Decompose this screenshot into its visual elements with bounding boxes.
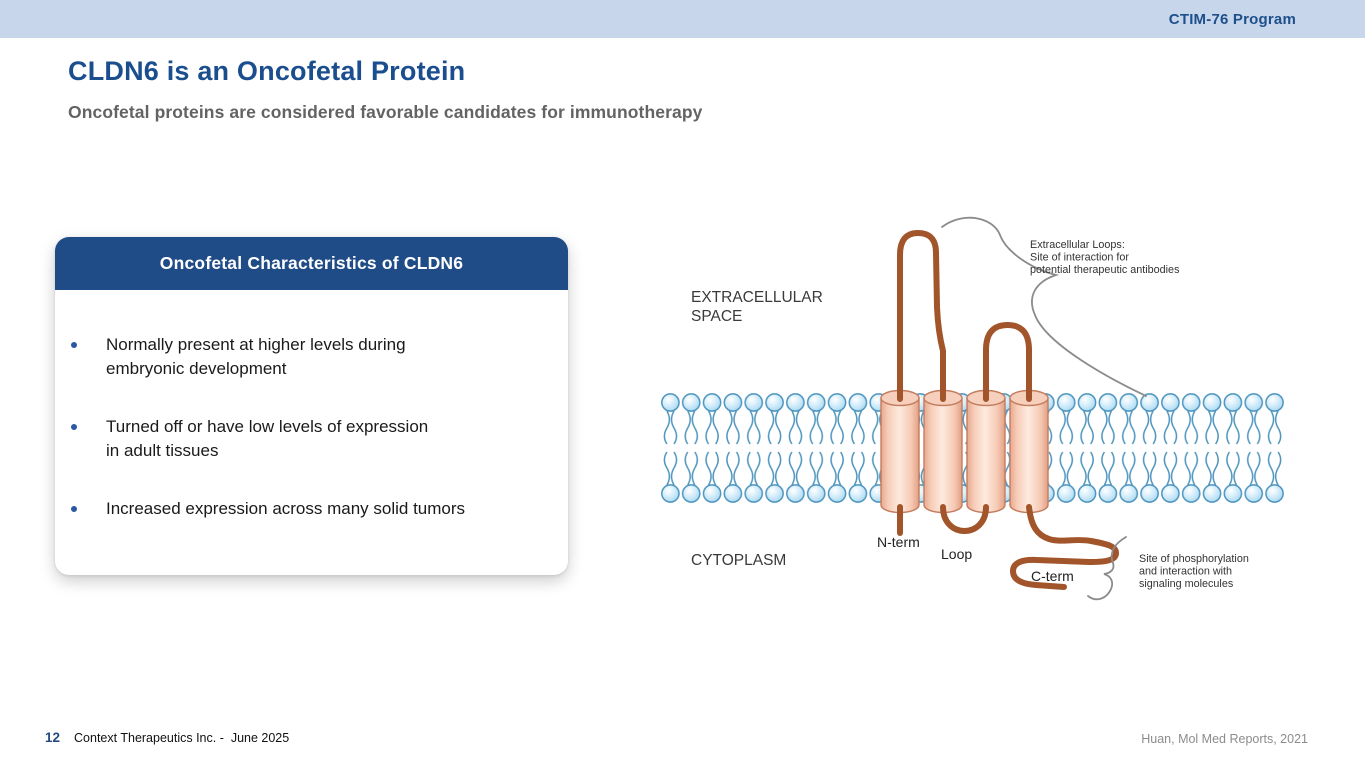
footer-company: Context Therapeutics Inc. - June 2025 <box>74 731 290 745</box>
helix-2 <box>923 389 963 514</box>
brace-c-term <box>1087 536 1127 601</box>
bullet-line: embryonic development <box>106 359 287 378</box>
page-subtitle: Oncofetal proteins are considered favora… <box>68 102 703 122</box>
program-badge: CTIM-76 Program <box>1168 10 1296 28</box>
list-item: Turned off or have low levels of express… <box>71 415 538 463</box>
citation: Huan, Mol Med Reports, 2021 <box>1141 732 1308 746</box>
extracellular-loop-1 <box>897 230 946 402</box>
footer: 12 Context Therapeutics Inc. - June 2025 <box>45 730 289 745</box>
annotation-phosphorylation-line2: and interaction with <box>1139 566 1232 578</box>
card-body: Normally present at higher levels during… <box>55 290 568 521</box>
helix-4 <box>1009 389 1049 514</box>
page-number: 12 <box>45 730 61 745</box>
bullet-text: Increased expression across many solid t… <box>106 497 465 521</box>
cytoplasm-label: CYTOPLASM <box>691 552 786 569</box>
bullet-line: Increased expression across many solid t… <box>106 499 466 518</box>
protein-membrane-diagram: EXTRACELLULAR SPACE CYTOPLASM N-term Loo… <box>660 216 1285 601</box>
bullet-icon <box>71 424 77 430</box>
annotation-extracellular-loops-line3: potential therapeutic antibodies <box>1030 264 1180 276</box>
bullet-icon <box>71 506 77 512</box>
card-header: Oncofetal Characteristics of CLDN6 <box>55 237 568 290</box>
brace-extracellular-loops <box>941 216 1147 397</box>
bullet-line: in adult tissues <box>106 441 219 460</box>
annotation-extracellular-loops-line2: Site of interaction for <box>1030 252 1129 264</box>
bullet-line: Turned off or have low levels of express… <box>106 417 429 436</box>
list-item: Increased expression across many solid t… <box>71 497 538 521</box>
page-title: CLDN6 is an Oncofetal Protein <box>68 56 466 86</box>
intracellular-loop <box>940 504 989 534</box>
top-bar: CTIM-76 Program <box>0 0 1365 38</box>
extracellular-loop-2 <box>983 322 1032 402</box>
bullet-text: Normally present at higher levels during… <box>106 333 406 381</box>
annotation-phosphorylation-line3: signaling molecules <box>1139 578 1234 590</box>
loop-label: Loop <box>941 546 972 562</box>
annotation-extracellular-loops: Extracellular Loops: <box>1030 239 1125 251</box>
helix-3 <box>966 389 1006 514</box>
helix-1 <box>880 389 920 514</box>
extracellular-space-label-line2: SPACE <box>691 308 742 325</box>
extracellular-space-label: EXTRACELLULAR <box>691 289 823 306</box>
c-term-label: C-term <box>1031 568 1074 584</box>
annotation-phosphorylation: Site of phosphorylation <box>1139 553 1249 565</box>
characteristics-card: Oncofetal Characteristics of CLDN6 Norma… <box>55 237 568 575</box>
bullet-icon <box>71 342 77 348</box>
bullet-line: Normally present at higher levels during <box>106 335 406 354</box>
c-terminus-tail <box>1010 504 1119 590</box>
n-term-label: N-term <box>877 534 920 550</box>
bullet-text: Turned off or have low levels of express… <box>106 415 428 463</box>
list-item: Normally present at higher levels during… <box>71 333 538 381</box>
